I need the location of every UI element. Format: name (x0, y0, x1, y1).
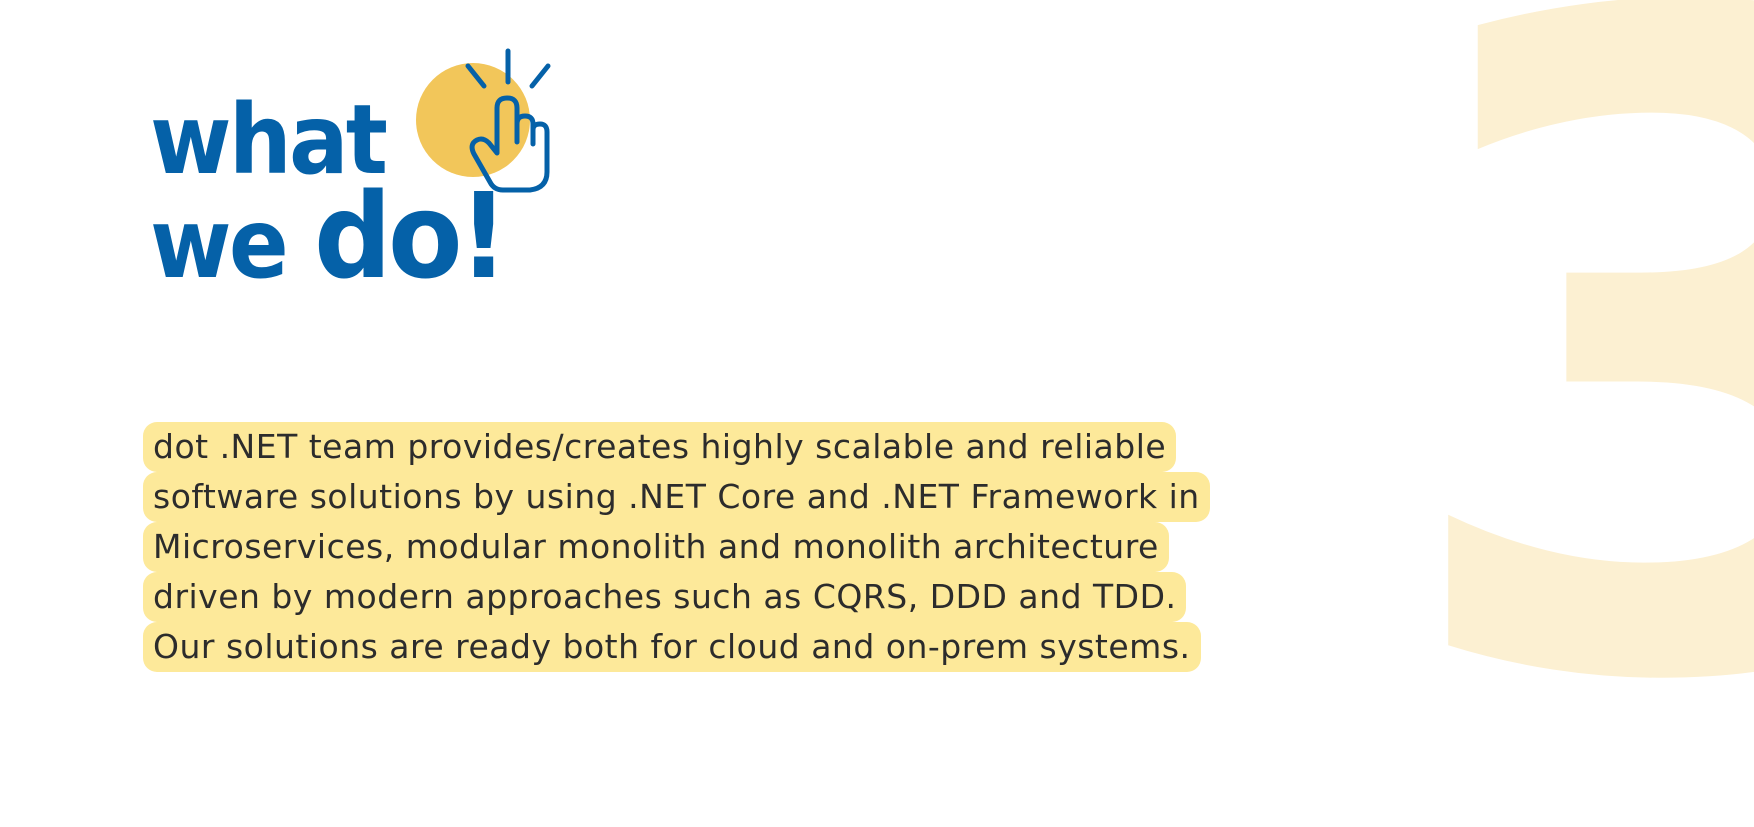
description-line: dot .NET team provides/creates highly sc… (143, 422, 1177, 472)
hand-pointer-icon (416, 48, 551, 193)
title-line-1: what (150, 84, 388, 196)
description-line: driven by modern approaches such as CQRS… (143, 572, 1187, 622)
page-title: what we do! (150, 92, 536, 298)
description: dot .NET team provides/creates highly sc… (143, 422, 1323, 672)
description-line: Microservices, modular monolith and mono… (143, 522, 1169, 572)
description-line: software solutions by using .NET Core an… (143, 472, 1210, 522)
title-line-2-accent: do! (313, 167, 508, 305)
description-line: Our solutions are ready both for cloud a… (143, 622, 1201, 672)
title-line-2: we do! (150, 177, 508, 300)
background-number: 3 (1385, 0, 1754, 805)
icon-circle (416, 63, 530, 177)
title-line-2-prefix: we (150, 188, 314, 300)
